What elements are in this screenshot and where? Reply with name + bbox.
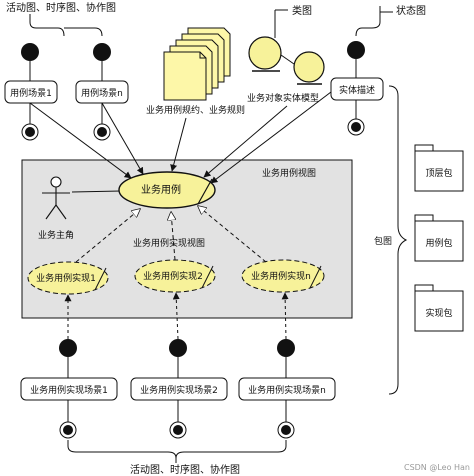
package-icon-realization (414, 284, 464, 332)
entity-model-caption: 业务对象实体模型 (247, 92, 319, 104)
bottom-final-node-3-core (281, 425, 291, 435)
bottom-scenario-label-3: 业务用例实现场景n (248, 384, 326, 396)
entity-desc-box (330, 77, 384, 101)
bottom-initial-node-1 (59, 339, 77, 357)
bottom-scenario-label-2: 业务用例实现场景2 (140, 384, 218, 396)
dependency-arrow (203, 105, 288, 178)
flow-line (172, 292, 180, 340)
usecase-slash (197, 178, 213, 205)
actor-association (71, 190, 122, 193)
realization-label-3: 业务用例实现n (251, 270, 311, 282)
scenario-label-2: 用例场景n (81, 87, 123, 99)
scenario-label-1: 用例场景1 (10, 87, 52, 99)
bottom-caption: 活动图、时序图、协作图 (130, 463, 240, 476)
realization-label-2: 业务用例实现2 (143, 270, 203, 282)
realization-slash-3 (309, 265, 322, 289)
package-label-realization: 实现包 (425, 307, 452, 319)
realization-slash-1 (94, 267, 107, 291)
state-bracket (355, 21, 381, 37)
initial-node-1 (21, 43, 39, 61)
realization-arrow (171, 212, 175, 261)
dependency-arrow (210, 91, 332, 184)
bottom-initial-node-2 (169, 339, 187, 357)
realization-label-1: 业务用例实现1 (36, 272, 96, 284)
bottom-scenario-label-1: 业务用例实现场景1 (30, 384, 108, 396)
package-label-usecase: 用例包 (425, 237, 452, 249)
initial-node-2 (93, 43, 111, 61)
dependency-arrow (170, 117, 187, 172)
dependency-arrow (29, 102, 132, 179)
realization-ellipse-1 (27, 261, 109, 295)
realization-view-caption: 业务用例实现视图 (133, 237, 205, 249)
top-left-bracket (29, 14, 103, 37)
package-label-top: 顶层包 (425, 167, 452, 179)
rules-caption: 业务用例规约、业务规则 (146, 104, 245, 116)
package-icon-top (414, 144, 464, 192)
bottom-scenario-box-2 (130, 377, 228, 401)
entity-desc-label: 实体描述 (339, 84, 375, 96)
realization-slash-2 (201, 265, 214, 289)
realization-ellipse-3 (241, 259, 325, 293)
bottom-final-node-2-core (173, 425, 183, 435)
bottom-initial-node-3 (277, 339, 295, 357)
state-final-node-core (351, 122, 361, 132)
top-left-caption: 活动图、时序图、协作图 (6, 1, 116, 14)
actor-label: 业务主角 (38, 229, 74, 241)
realization-arrow (198, 206, 267, 263)
entity-class-icon-2 (293, 51, 325, 85)
business-usecase-ellipse (118, 171, 216, 209)
business-usecase-label: 业务用例 (141, 183, 181, 196)
final-node-1-core (25, 127, 35, 137)
package-icon-usecase (414, 214, 464, 262)
association-line (280, 54, 295, 65)
state-diagram-caption: 状态图 (396, 4, 426, 17)
package-bracket (388, 85, 408, 395)
entity-class-icon-1 (248, 36, 282, 72)
document-stack-icon (163, 27, 231, 101)
scenario-box-1 (4, 80, 58, 104)
package-diagram-caption: 包图 (374, 235, 392, 247)
bottom-final-node-1-core (63, 425, 73, 435)
watermark: CSDN @Leo Han (404, 463, 470, 472)
bottom-scenario-box-1 (20, 377, 118, 401)
usecase-view-caption: 业务用例视图 (262, 167, 316, 179)
bottom-bracket (67, 440, 287, 459)
state-initial-node (347, 41, 365, 59)
final-node-2-core (97, 127, 107, 137)
bottom-scenario-box-3 (238, 377, 336, 401)
flow-line (281, 292, 289, 340)
class-diagram-caption: 类图 (292, 4, 312, 17)
business-actor-icon (42, 176, 70, 220)
dependency-arrow (101, 102, 144, 175)
